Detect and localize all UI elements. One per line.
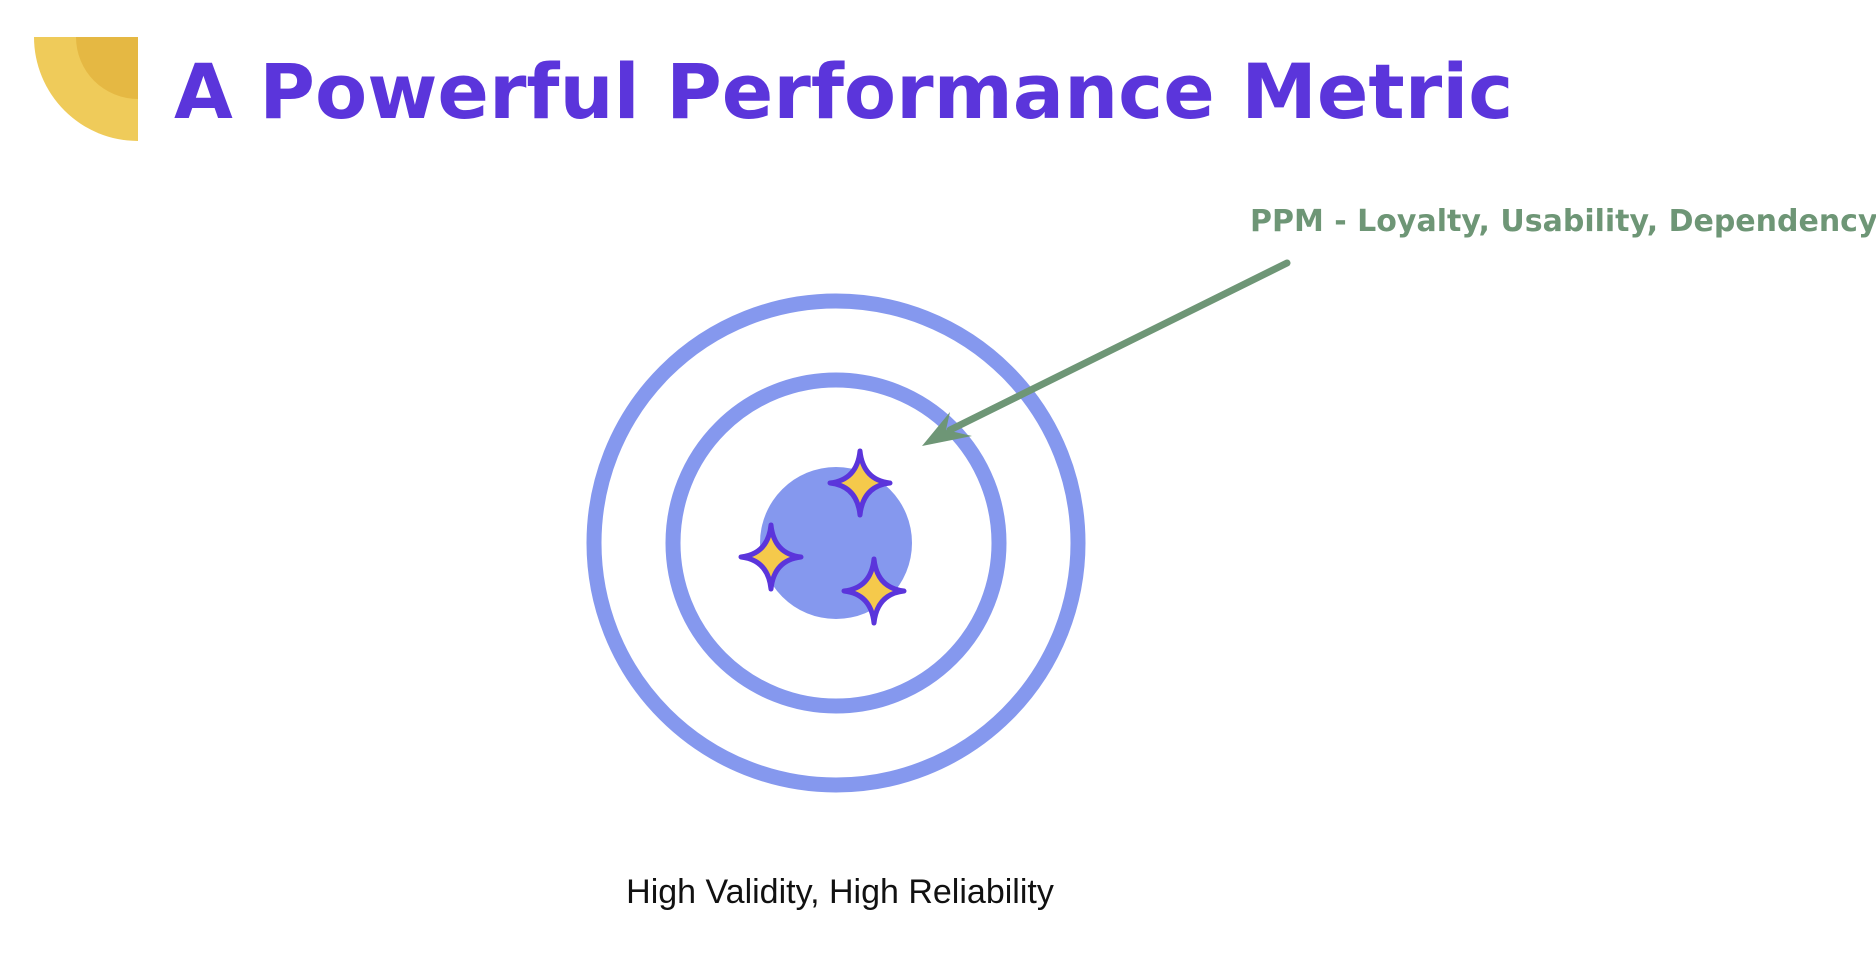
middle-ring (665, 372, 1007, 714)
sparkle-star-icon (841, 556, 907, 626)
diagram-caption: High Validity, High Reliability (626, 873, 1054, 911)
sparkle-star-icon (738, 522, 804, 592)
quarter-circle-logo-icon (34, 37, 138, 141)
outer-ring (586, 293, 1086, 793)
arrow-icon (922, 259, 1291, 446)
ppm-annotation: PPM - Loyalty, Usability, Dependency (1250, 204, 1876, 239)
sparkle-star-icon (827, 448, 893, 518)
page-title: A Powerful Performance Metric (174, 47, 1514, 136)
